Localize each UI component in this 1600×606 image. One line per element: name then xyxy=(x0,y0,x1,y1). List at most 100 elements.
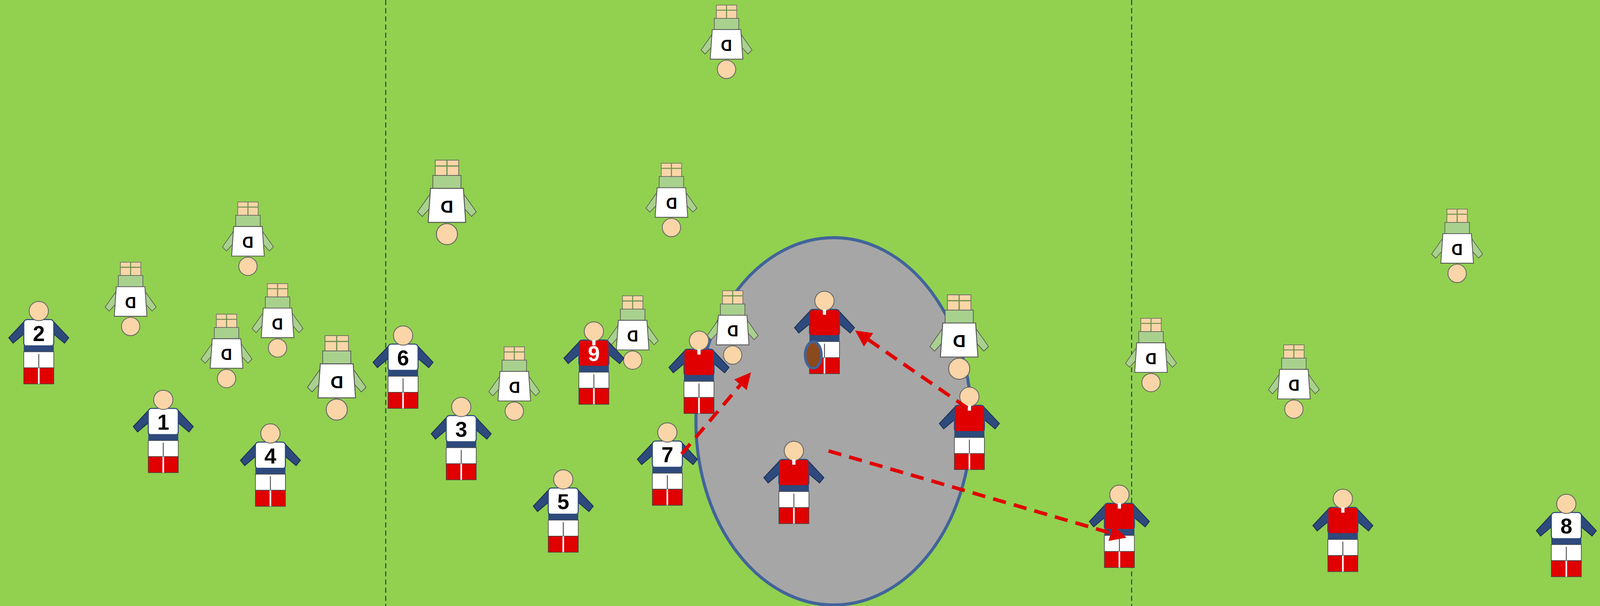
shorts xyxy=(214,327,239,339)
legs xyxy=(1446,209,1468,224)
shirt xyxy=(23,319,54,347)
shirt xyxy=(652,441,683,469)
shorts xyxy=(620,309,645,321)
head xyxy=(121,317,140,336)
shirt xyxy=(654,187,688,218)
arrowhead xyxy=(855,330,874,347)
leg-stripe xyxy=(1293,344,1295,360)
socks-split xyxy=(38,367,40,384)
legs xyxy=(1283,344,1305,360)
head xyxy=(814,291,835,311)
shirt xyxy=(548,487,579,515)
defender-letter: D xyxy=(508,379,521,395)
shirt xyxy=(1440,233,1474,264)
socks xyxy=(1551,560,1582,577)
socks-split xyxy=(460,463,463,481)
head xyxy=(393,326,413,346)
head xyxy=(217,369,236,388)
leg-stripe xyxy=(446,160,448,177)
shorts xyxy=(432,175,461,189)
shorts xyxy=(652,473,683,490)
shorts xyxy=(659,176,684,188)
legs xyxy=(120,262,141,277)
attacker-figure xyxy=(764,441,824,524)
socks-split xyxy=(1565,560,1568,577)
head xyxy=(689,330,709,351)
legs xyxy=(947,294,971,312)
leg-stripe xyxy=(731,290,733,305)
socks xyxy=(388,392,419,409)
shorts xyxy=(1281,358,1306,370)
defender-figure xyxy=(417,160,477,245)
shirt xyxy=(616,320,649,351)
defender-figure xyxy=(488,347,540,421)
shirt xyxy=(318,363,356,399)
shirt xyxy=(954,405,985,433)
defender-letter: D xyxy=(1451,241,1463,257)
shirt xyxy=(578,340,609,368)
head xyxy=(553,469,573,490)
player-number: 6 xyxy=(397,347,410,369)
head xyxy=(326,398,348,420)
shirt xyxy=(1551,512,1582,540)
shirt xyxy=(1134,342,1168,373)
focus-zone xyxy=(695,237,972,605)
head xyxy=(268,338,287,357)
shorts-split xyxy=(593,374,595,389)
defender-letter: D xyxy=(1145,350,1157,366)
shorts xyxy=(1327,539,1358,557)
leg-stripe xyxy=(670,163,672,178)
socks-split xyxy=(402,392,405,409)
leg-stripe xyxy=(130,262,131,277)
head xyxy=(153,390,173,410)
attacker-figure xyxy=(563,321,624,405)
socks-split xyxy=(269,490,272,507)
shorts-split xyxy=(1565,546,1567,561)
head xyxy=(784,441,804,461)
attacker-figure xyxy=(637,422,698,506)
socks xyxy=(578,388,609,405)
head xyxy=(238,257,258,276)
pass-line xyxy=(828,451,1111,534)
shorts-split xyxy=(38,353,40,369)
socks-split xyxy=(698,397,700,414)
waistband xyxy=(548,513,579,521)
player-number: 8 xyxy=(1560,515,1573,538)
waistband xyxy=(684,374,714,382)
defender-figure xyxy=(929,294,989,380)
defender-letter: D xyxy=(727,322,739,339)
head xyxy=(948,358,970,380)
shorts-split xyxy=(666,475,668,490)
legs xyxy=(324,335,349,352)
attacker-figure xyxy=(431,397,491,480)
defender-letter: D xyxy=(330,372,344,391)
defender-figure xyxy=(105,262,157,337)
attacker-figure xyxy=(1089,484,1150,568)
shorts-split xyxy=(162,442,164,457)
shirt xyxy=(1104,503,1135,531)
shorts-split xyxy=(460,449,462,464)
socks-split xyxy=(823,357,826,375)
shorts-split xyxy=(969,439,970,454)
head xyxy=(260,423,280,444)
socks xyxy=(23,367,54,384)
legs xyxy=(661,163,682,178)
head xyxy=(451,397,471,417)
shirt xyxy=(497,371,531,402)
shorts xyxy=(446,447,476,464)
waistband xyxy=(1327,533,1358,540)
socks-split xyxy=(593,388,595,405)
shorts xyxy=(720,303,745,316)
shorts-split xyxy=(270,476,271,491)
socks xyxy=(548,536,579,553)
legs xyxy=(237,202,259,217)
waistband xyxy=(578,365,609,373)
socks-split xyxy=(666,489,669,506)
shirt xyxy=(210,338,243,369)
shorts xyxy=(502,359,527,372)
socks xyxy=(446,463,476,481)
player-number: 7 xyxy=(661,444,674,466)
shirt-mark xyxy=(822,309,827,316)
legs xyxy=(267,283,289,298)
head xyxy=(1556,494,1577,514)
